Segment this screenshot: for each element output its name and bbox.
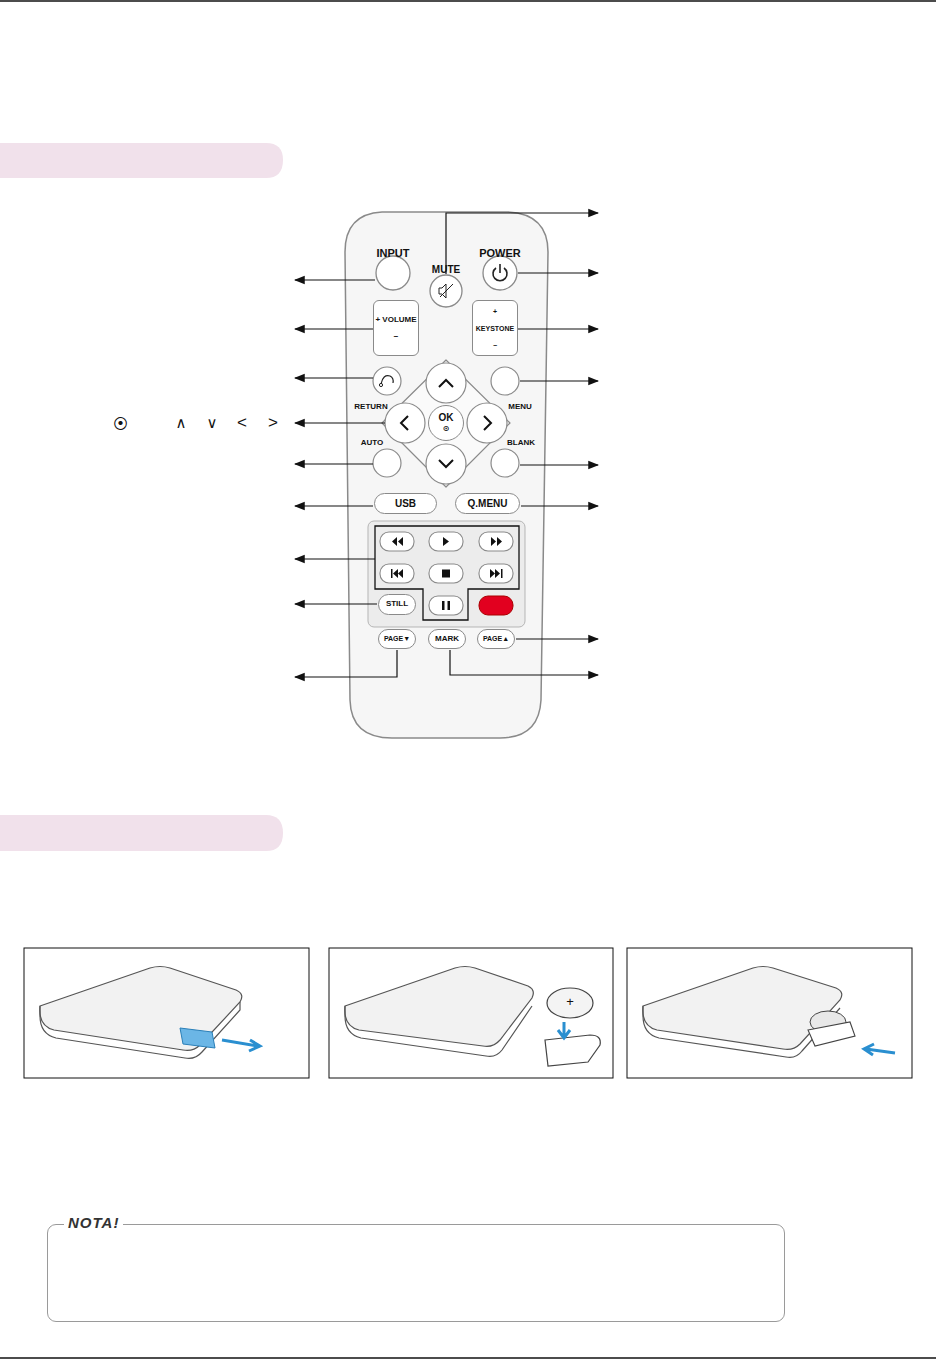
button-label: PAGE▲: [483, 635, 509, 643]
key-symbol: ⦿: [113, 415, 128, 432]
remote-button: MARK: [428, 629, 466, 649]
remote-button: OK⊙: [428, 405, 464, 441]
button-label: + VOLUME −: [374, 311, 418, 345]
button-label: USB: [395, 498, 416, 509]
remote-button: PAGE▼: [378, 629, 416, 649]
section-band: [0, 815, 283, 851]
top-rule: [0, 0, 936, 2]
remote-button: USB: [374, 493, 437, 514]
bottom-rule: [0, 1357, 936, 1359]
key-symbol: ∨: [207, 414, 218, 432]
remote-button: STILL: [378, 594, 416, 615]
note-heading: NOTA!: [64, 1215, 123, 1232]
note-box: NOTA!: [47, 1224, 785, 1322]
section-band: [0, 143, 283, 178]
button-label: + KEYSTONE −: [473, 303, 517, 354]
button-label: RETURN: [354, 402, 387, 411]
button-label: BLANK: [507, 438, 535, 447]
remote-button: PAGE▲: [477, 629, 515, 649]
button-label: ⊙: [443, 423, 450, 434]
button-label: STILL: [386, 600, 408, 609]
battery-steps: [24, 948, 912, 1078]
key-symbol: <: [237, 413, 247, 433]
button-label: Q.MENU: [468, 498, 508, 509]
battery-polarity: +: [566, 994, 574, 1009]
remote-control: [345, 212, 548, 738]
button-label: OK: [439, 412, 454, 423]
remote-button: + VOLUME −: [373, 300, 419, 356]
key-symbol: >: [268, 413, 278, 433]
callout-arrows: [295, 213, 598, 677]
remote-button: Q.MENU: [455, 493, 520, 514]
key-symbol: ∧: [176, 414, 187, 432]
button-label: AUTO: [361, 438, 384, 447]
remote-button: + KEYSTONE −: [472, 300, 518, 356]
button-label: MARK: [435, 635, 459, 644]
button-label: INPUT: [377, 247, 410, 259]
button-label: PAGE▼: [384, 635, 410, 643]
button-label: MUTE: [432, 264, 460, 275]
button-label: MENU: [508, 402, 532, 411]
button-label: POWER: [479, 247, 521, 259]
